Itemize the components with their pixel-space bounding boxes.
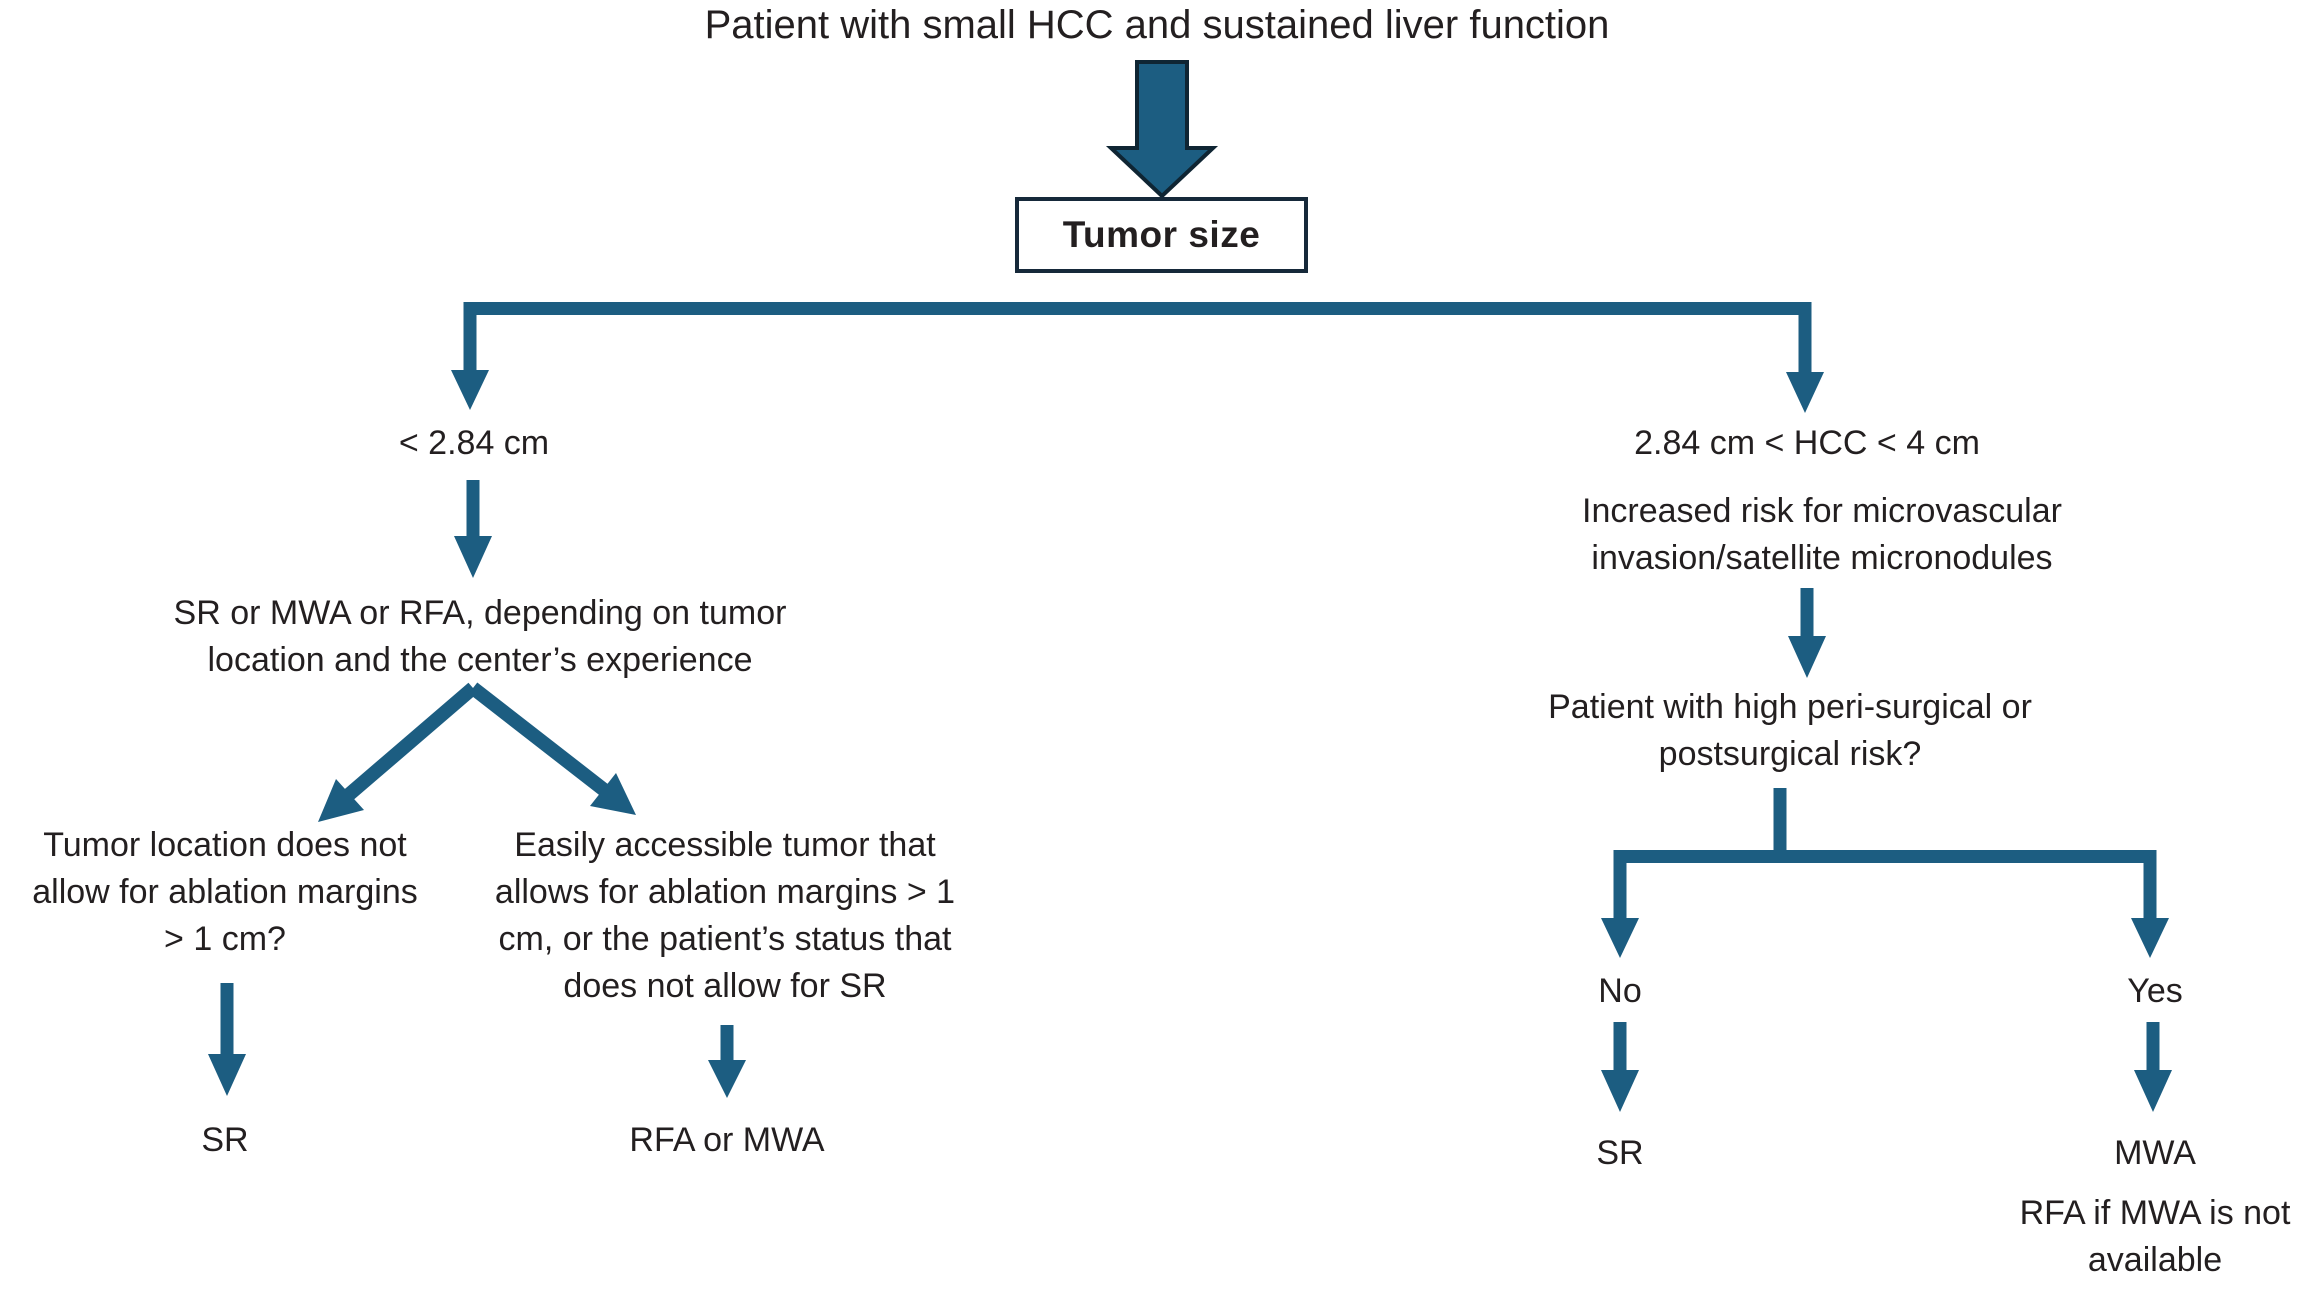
answer-yes-label: Yes [2127,972,2183,1010]
surgical-risk-question-line: Patient with high peri-surgical or [1548,688,2032,726]
right-size-label: 2.84 cm < HCC < 4 cm [1634,424,1980,462]
mwa-note-line: available [2087,1241,2223,1279]
outcome-sr-left: SR [201,1121,249,1159]
risk-question-branch-arrows [1601,788,2169,958]
accessible-question-line: does not allow for SR [563,967,887,1005]
surgical-risk-question-text: Patient with high peri-surgical or posts… [1548,684,2032,778]
risk-line: Increased risk for microvascular [1582,492,2062,530]
location-question-text: Tumor location does not allow for ablati… [32,822,418,963]
arrow-no-to-sr [1601,1022,1639,1112]
tumor-size-branch-arrows [451,302,1824,413]
left-size-label: < 2.84 cm [398,424,550,462]
arrow-accessible-question-to-rfa-mwa [708,1025,746,1098]
risk-line: invasion/satellite micronodules [1591,539,2053,577]
arrow-yes-to-mwa [2134,1022,2172,1112]
outcome-mwa: MWA [2114,1134,2196,1172]
accessible-question-text: Easily accessible tumor that allows for … [495,822,955,1010]
arrow-small-size-to-strategy [454,480,492,578]
outcome-rfa-or-mwa: RFA or MWA [629,1121,825,1159]
arrow-risk-to-question [1788,588,1826,678]
left-strategy-line: SR or MWA or RFA, depending on tumor [173,594,787,632]
left-strategy-text: SR or MWA or RFA, depending on tumor loc… [174,590,787,684]
risk-text: Increased risk for microvascular invasio… [1582,488,2062,582]
arrow-location-question-to-sr [208,983,246,1096]
location-question-line: Tumor location does not [43,826,407,864]
accessible-question-line: allows for ablation margins > 1 [494,873,956,911]
flowchart-title: Patient with small HCC and sustained liv… [704,3,1610,47]
strategy-split-arrows [318,682,636,822]
accessible-question-line: Easily accessible tumor that [514,826,936,864]
mwa-note-text: RFA if MWA is not available [2020,1190,2291,1284]
accessible-question-line: cm, or the patient’s status that [498,920,952,958]
surgical-risk-question-line: postsurgical risk? [1658,735,1922,773]
left-strategy-line: location and the center’s experience [207,641,753,679]
answer-no-label: No [1598,972,1642,1010]
location-question-line: allow for ablation margins [32,873,418,911]
block-arrow-down-icon [1105,60,1219,199]
tumor-size-box-label: Tumor size [1062,214,1261,255]
outcome-sr-right: SR [1596,1134,1644,1172]
tumor-size-box: Tumor size [1015,197,1308,273]
location-question-line: > 1 cm? [164,920,286,958]
mwa-note-line: RFA if MWA is not [2019,1194,2291,1232]
